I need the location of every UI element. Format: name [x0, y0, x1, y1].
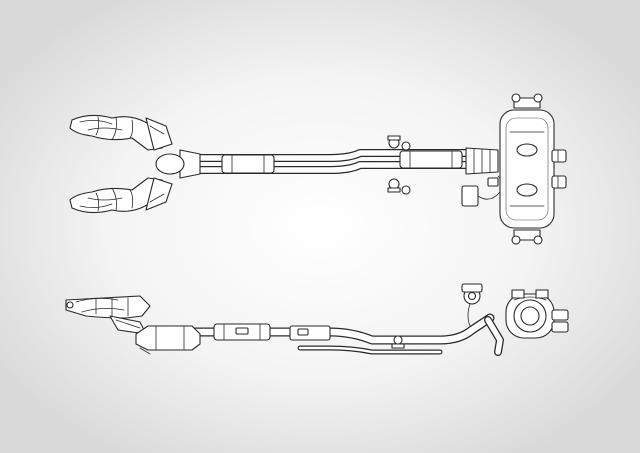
side-view-header: [65, 295, 151, 335]
top-view-y-pipe-collector: [155, 153, 185, 175]
top-view-main-pipes: [194, 149, 474, 174]
side-view-valve-actuator: [461, 283, 483, 327]
top-view-hanger-clamp-lower: [387, 178, 411, 195]
side-view-catalytic-converter: [135, 325, 201, 355]
top-view-rear-silencer: [499, 109, 555, 229]
top-view-center-resonator: [221, 154, 275, 174]
side-view-tailpipes: [551, 309, 569, 333]
side-view-rear-silencer: [505, 289, 555, 339]
top-view-silencer-hanger-top: [511, 93, 543, 109]
top-view-lower-catalytic-converter: [145, 177, 173, 211]
side-view-mid-resonator: [289, 325, 331, 341]
top-view-silencer-hanger-bottom: [511, 229, 543, 245]
side-view-hanger: [391, 335, 405, 349]
side-view-main-pipe: [181, 313, 495, 355]
top-view-tailpipe-lower: [551, 175, 567, 189]
top-view-rear-resonator: [399, 150, 463, 169]
top-view-tailpipe-upper: [551, 149, 567, 163]
top-view-lower-manifold: [69, 177, 173, 214]
top-view-upper-manifold: [69, 114, 173, 151]
top-view-upper-catalytic-converter: [145, 117, 173, 151]
top-view-exhaust: [69, 93, 567, 245]
side-view-exhaust: [65, 283, 569, 356]
top-view-hanger-clamp-upper: [387, 135, 411, 151]
top-view-valve-actuator: [461, 175, 502, 207]
